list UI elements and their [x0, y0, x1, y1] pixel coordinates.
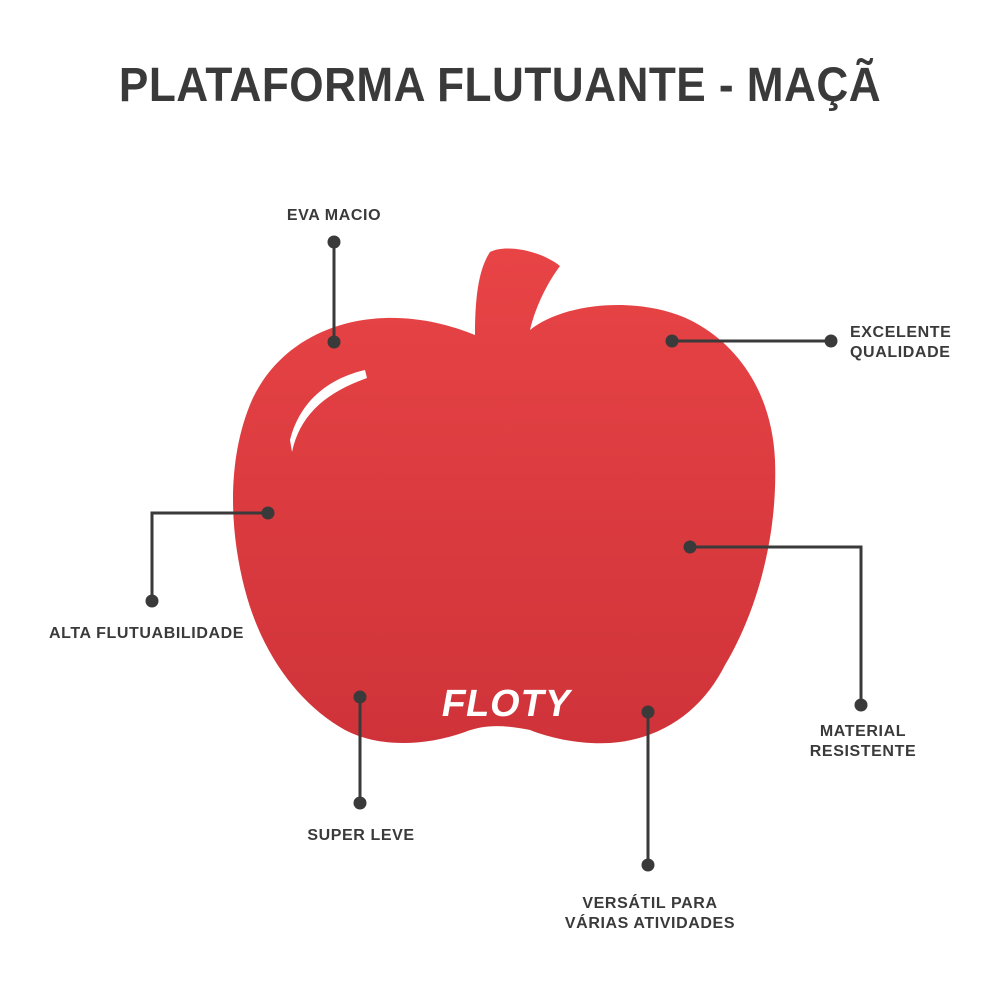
dot-versatile-top [641, 705, 655, 719]
dot-light-bottom [353, 796, 367, 810]
dot-eva-top [327, 235, 341, 249]
feature-versatile-label: VERSÁTIL PARA VÁRIAS ATIVIDADES [564, 895, 736, 932]
feature-eva-label: EVA MACIO [286, 207, 382, 224]
line-float [150, 511, 268, 601]
dot-quality-right [824, 334, 838, 348]
apple-highlight [290, 370, 367, 452]
dot-resistant-bottom [854, 698, 868, 712]
dot-eva-bottom [327, 335, 341, 349]
apple-shape [233, 248, 776, 744]
dot-quality-left [665, 334, 679, 348]
line-resistant [690, 545, 863, 705]
dot-light-top [353, 690, 367, 704]
feature-float-label: ALTA FLUTUABILIDADE [49, 625, 245, 642]
callout-dots [145, 235, 868, 872]
dot-resistant-left [683, 540, 697, 554]
feature-resistant-label: MATERIAL RESISTENTE [809, 723, 917, 760]
page-title: PLATAFORMA FLUTUANTE - MAÇÃ [118, 59, 882, 112]
svg-text:FLOTY: FLOTY [438, 682, 575, 725]
callout-lines [150, 242, 863, 865]
feature-quality-label: EXCELENTE QUALIDADE [850, 324, 952, 361]
dot-versatile-bottom [641, 858, 655, 872]
dot-float-bottom [145, 594, 159, 608]
floty-logo: FLOTY [438, 682, 575, 725]
dot-float-right [261, 506, 275, 520]
feature-light-label: SUPER LEVE [307, 827, 415, 844]
